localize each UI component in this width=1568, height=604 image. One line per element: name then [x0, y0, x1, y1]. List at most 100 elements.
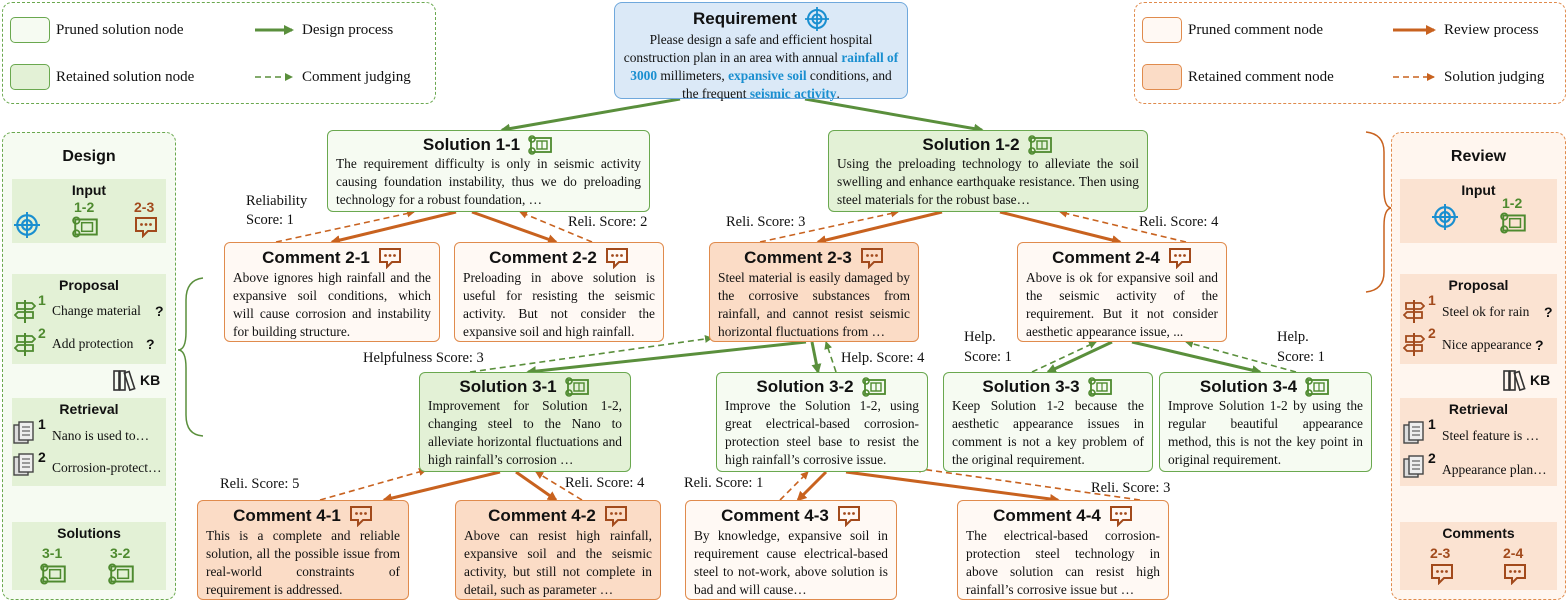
design-proposal-title: Proposal	[59, 277, 119, 293]
comment-icon	[135, 217, 157, 238]
legend-pruned-comment-label: Pruned comment node	[1188, 22, 1323, 38]
comment-icon	[1109, 506, 1132, 527]
review-retrieval-title: Retrieval	[1448, 401, 1509, 417]
score-label: Reli. Score: 4	[565, 475, 645, 491]
design-input-id: 2-3	[134, 199, 155, 215]
legend-retained-comment-swatch	[1142, 64, 1182, 90]
solution-node-1-1: Solution 1-1 The requirement difficulty …	[327, 130, 650, 212]
review-retrieval-item: Steel feature is …	[1442, 428, 1540, 443]
question-mark: ?	[155, 303, 164, 319]
comment-node-2-2: Comment 2-2 Preloading in above solution…	[454, 242, 664, 342]
design-proposal-section	[12, 274, 166, 364]
node-text: Keep Solution 1-2 because the aesthetic …	[952, 398, 1144, 467]
legend-solution-judging-label: Solution judging	[1444, 69, 1545, 85]
design-input-id: 1-2	[74, 199, 95, 215]
signpost-icon	[1403, 333, 1425, 356]
design-input-title: Input	[71, 182, 107, 198]
design-input-section	[12, 179, 166, 243]
document-icon	[13, 421, 34, 444]
comment-icon	[1504, 564, 1526, 585]
design-retrieval-section	[12, 398, 166, 486]
comment-icon	[349, 506, 372, 527]
blueprint-icon	[108, 563, 134, 585]
review-proposal-section	[1400, 274, 1557, 364]
comment-node-4-1: Comment 4-1 This is a complete and relia…	[197, 500, 409, 600]
design-retrieval-item: Nano is used to…	[52, 428, 150, 443]
solution-node-3-3: Solution 3-3 Keep Solution 1-2 because t…	[943, 372, 1153, 472]
review-comment-id: 2-3	[1430, 545, 1451, 561]
score-label: Score: 1	[964, 349, 1012, 365]
node-text: Above ignores high rainfall and the expa…	[233, 270, 431, 339]
solution-node-3-2: Solution 3-2 Improve the Solution 1-2, u…	[716, 372, 928, 472]
target-icon	[804, 7, 829, 31]
blueprint-icon	[72, 216, 98, 238]
node-title: Comment 2-4	[1052, 248, 1160, 267]
node-title: Solution 1-1	[422, 135, 521, 154]
review-retrieval-section	[1400, 398, 1557, 486]
blueprint-icon	[528, 135, 553, 155]
node-title: Solution 3-2	[756, 377, 854, 396]
node-text: Improve Solution 1-2 by using the regula…	[1168, 398, 1363, 467]
review-comments-section	[1400, 522, 1557, 590]
retrieval-index: 1	[38, 416, 46, 432]
node-text: Improve the Solution 1-2, using great el…	[725, 398, 919, 467]
score-label: Score: 1	[1277, 349, 1325, 365]
solution-node-3-4: Solution 3-4 Improve Solution 1-2 by usi…	[1159, 372, 1372, 472]
design-proposal-item: Change material	[52, 303, 141, 318]
legend-pruned-comment-swatch	[1142, 17, 1182, 43]
comment-node-4-2: Comment 4-2 Above can resist high rainfa…	[455, 500, 661, 600]
legend-pruned-solution-label: Pruned solution node	[56, 22, 184, 38]
node-text: The requirement difficulty is only in se…	[336, 156, 641, 207]
score-label: Reli. Score: 3	[726, 214, 806, 230]
node-title: Comment 4-2	[488, 506, 596, 525]
target-icon	[1432, 204, 1458, 230]
score-label: Reli. Score: 1	[684, 475, 764, 491]
solution-node-3-1: Solution 3-1 Improvement for Solution 1-…	[419, 372, 631, 472]
highlight-soil: expansive soil	[728, 68, 807, 83]
node-title: Comment 2-2	[489, 248, 597, 267]
comment-icon	[604, 506, 627, 527]
node-text: This is a complete and reliable solution…	[206, 528, 400, 597]
question-mark: ?	[1544, 304, 1553, 320]
node-title: Solution 3-3	[982, 377, 1080, 396]
legend-retained-solution-label: Retained solution node	[56, 69, 195, 85]
design-solution-id: 3-1	[42, 545, 63, 561]
score-label: Reli. Score: 2	[568, 214, 648, 230]
comment-node-2-3: Comment 2-3 Steel material is easily dam…	[709, 242, 919, 342]
blueprint-icon	[564, 377, 589, 397]
review-kb-label: KB	[1530, 372, 1551, 388]
comment-node-2-1: Comment 2-1 Above ignores high rainfall …	[224, 242, 440, 342]
document-icon	[1403, 421, 1424, 444]
score-label: Reli. Score: 5	[220, 476, 300, 492]
highlight-rainfall: rainfall of 3000	[630, 50, 899, 83]
score-label: Reli. Score: 4	[1139, 214, 1219, 230]
score-label: Score: 1	[246, 212, 294, 228]
node-title: Solution 1-2	[922, 135, 1020, 154]
node-title: Comment 2-3	[744, 248, 852, 267]
design-solutions-title: Solutions	[57, 525, 121, 541]
retrieval-index: 2	[38, 449, 46, 465]
review-input-title: Input	[1461, 182, 1496, 198]
node-text: Above can resist high rainfall, expansiv…	[464, 528, 652, 597]
design-kb-label: KB	[140, 372, 161, 388]
score-label: Help. Score: 4	[841, 350, 925, 366]
comment-icon	[605, 248, 628, 269]
review-proposal-item: Nice appearance	[1442, 337, 1532, 352]
review-proposal-title: Proposal	[1448, 277, 1509, 293]
signpost-icon	[14, 333, 36, 356]
blueprint-icon	[1027, 135, 1052, 155]
signpost-icon	[1403, 300, 1425, 323]
comment-node-2-4: Comment 2-4 Above is ok for expansive so…	[1017, 242, 1227, 342]
node-title: Comment 4-1	[233, 506, 341, 525]
design-retrieval-item: Corrosion-protect…	[52, 460, 162, 475]
node-text: By knowledge, expansive soil in requirem…	[694, 528, 888, 597]
design-proposal-item: Add protection	[52, 336, 134, 351]
review-input-id: 1-2	[1502, 195, 1523, 211]
review-title: Review	[1450, 148, 1507, 165]
document-icon	[13, 453, 34, 476]
blueprint-icon	[861, 377, 886, 397]
node-text: Above is ok for expansive soil and the s…	[1026, 270, 1218, 339]
blueprint-icon	[1087, 377, 1112, 397]
legend-right-panel	[1134, 2, 1566, 104]
proposal-index: 2	[1428, 325, 1436, 341]
